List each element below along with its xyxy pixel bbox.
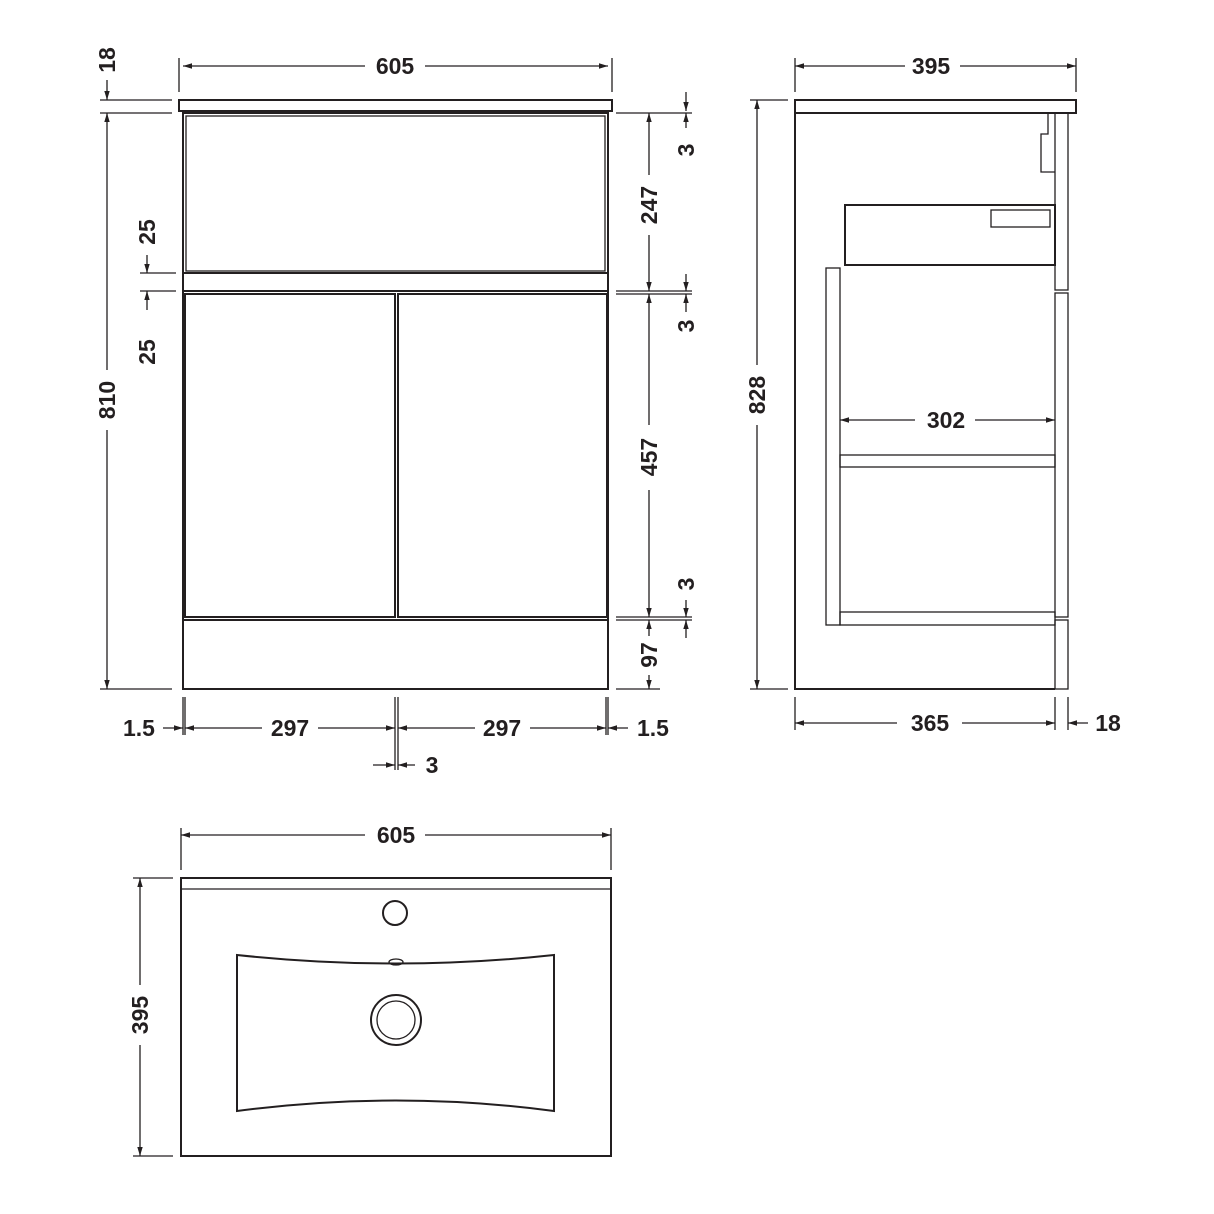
side-left-label: 1.5 — [123, 715, 155, 741]
carcass-depth-label: 365 — [911, 710, 950, 736]
rail-upper-label: 25 — [134, 219, 160, 245]
front-height-label: 810 — [94, 381, 120, 419]
side-height-label: 828 — [744, 376, 770, 415]
shelf — [839, 454, 1056, 468]
gap-top-label: 3 — [673, 144, 699, 157]
overflow — [388, 958, 404, 966]
drawer-front-edge — [1054, 112, 1069, 291]
side-carcass — [794, 112, 1055, 690]
side-worktop — [794, 99, 1077, 114]
right-door — [397, 293, 608, 618]
basin-bowl — [236, 953, 555, 1113]
rail-lower-label: 25 — [134, 339, 160, 365]
internal-drawer — [844, 204, 1056, 266]
top-thickness-label: 18 — [94, 47, 120, 73]
top-drawer-front — [185, 115, 606, 272]
side-right-label: 1.5 — [637, 715, 669, 741]
drawer-handle-cutout — [990, 209, 1051, 228]
door-right-width-label: 297 — [483, 715, 521, 741]
plinth-edge — [1054, 619, 1069, 690]
base-panel — [839, 611, 1056, 626]
internal-depth-label: 302 — [927, 407, 965, 433]
door-thickness-label: 18 — [1095, 710, 1121, 736]
back-panel — [825, 267, 841, 626]
left-door — [184, 293, 396, 618]
plan-view: 605 395 — [127, 822, 612, 1157]
worktop — [178, 99, 613, 112]
drawer-height-label: 247 — [636, 186, 662, 224]
door-left-width-label: 297 — [271, 715, 309, 741]
plan-depth-label: 395 — [127, 996, 153, 1035]
door-height-label: 457 — [636, 438, 662, 476]
side-depth-label: 395 — [912, 53, 951, 79]
basin-top — [180, 877, 612, 1157]
door-edge — [1054, 292, 1069, 618]
gap-bottom-label: 3 — [673, 578, 699, 591]
gap-middle-label: 3 — [673, 320, 699, 333]
plinth-height-label: 97 — [636, 642, 662, 668]
front-view: 605 18 810 25 25 3 247 3 457 3 97 1.5 29… — [94, 47, 699, 778]
plinth — [182, 619, 609, 690]
door-gap-label: 3 — [426, 752, 439, 778]
front-width-label: 605 — [376, 53, 415, 79]
side-view: 395 828 302 365 18 — [744, 53, 1121, 736]
plan-width-label: 605 — [377, 822, 416, 848]
waste-outlet — [370, 994, 422, 1046]
tap-hole — [382, 900, 408, 926]
